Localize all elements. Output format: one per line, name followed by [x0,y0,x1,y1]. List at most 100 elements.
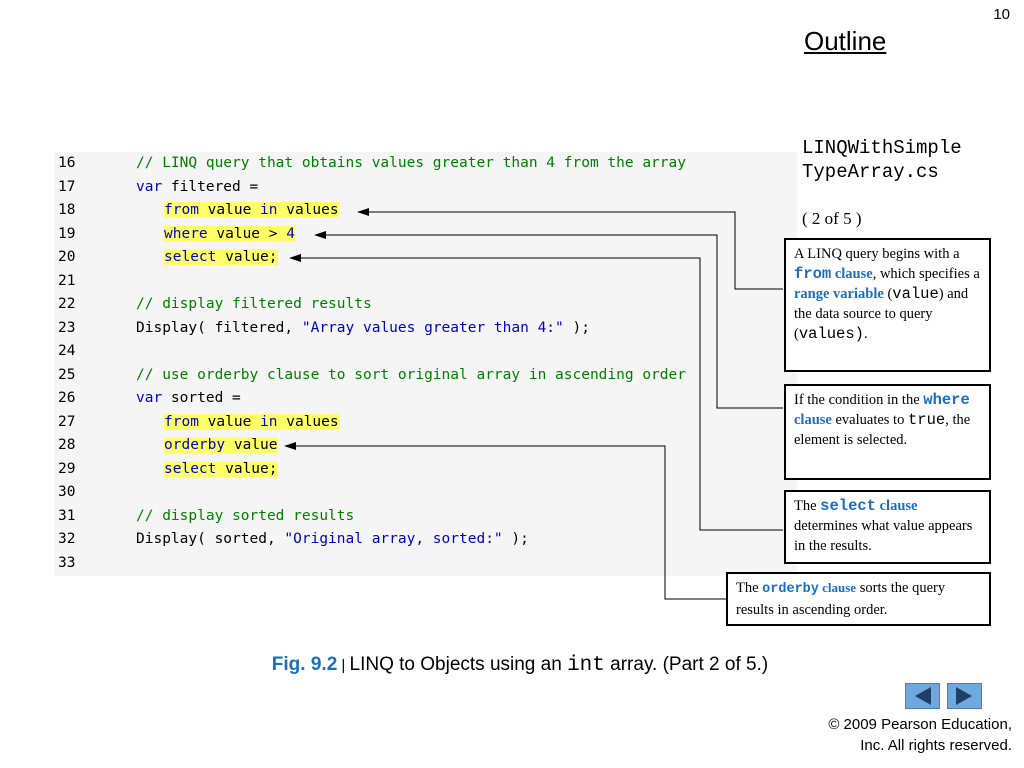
code-text: where value > 4 [164,223,295,246]
code-text: Display( sorted, "Original array, sorted… [136,528,529,551]
part-indicator: ( 2 of 5 ) [802,209,862,228]
line-number: 22 [58,296,76,312]
code-line: 24 [54,340,797,363]
code-line: 25 // use orderby clause to sort original… [54,364,797,387]
code-text: var filtered = [136,176,258,199]
line-number: 18 [58,202,76,218]
callout-select-clause: The select clause determines what value … [784,490,991,564]
callout-where-clause: If the condition in the where clause eva… [784,384,991,480]
code-token: "Array values greater than 4:" [301,319,564,336]
code-text: Display( filtered, "Array values greater… [136,317,590,340]
code-token: value; [216,460,278,477]
connector-orderby [292,445,726,600]
code-text: select value; [164,246,278,269]
code-token: // LINQ query that obtains values greate… [136,155,686,171]
connector-where [322,234,783,409]
connector-select [297,257,783,531]
code-token: values [277,413,339,430]
previous-slide-button[interactable] [905,683,940,709]
code-line: 21 [54,270,797,293]
outline-link[interactable]: Outline [804,26,887,56]
code-token: select [164,249,217,265]
code-line: 28 orderby value [54,434,797,457]
line-number: 21 [58,272,76,289]
line-number: 24 [58,343,76,359]
code-line: 22 // display filtered results [54,293,797,316]
code-line: 30 [54,481,797,504]
code-panel: 16// LINQ query that obtains values grea… [54,152,797,576]
line-number: 19 [58,225,76,242]
code-text: // display filtered results [136,293,372,316]
code-token: orderby [164,437,226,453]
code-token: value [198,202,261,218]
callout-orderby-clause: The orderby clause sorts the query resul… [726,572,991,626]
code-token: value > [207,225,287,242]
line-number: 23 [58,319,76,336]
code-token: // use orderby clause to sort original a… [136,366,686,383]
code-token: // display sorted results [136,507,355,524]
code-token: "Original array, sorted:" [284,531,503,547]
code-line: 29 select value; [54,458,797,481]
code-text: from value in values [164,199,339,222]
file-title-line2: TypeArray.cs [802,161,939,183]
line-number: 28 [58,437,76,453]
code-line: 16// LINQ query that obtains values grea… [54,152,797,175]
file-title: LINQWithSimple TypeArray.cs [802,136,962,184]
code-line: 26 var sorted = [54,387,797,410]
line-number: 29 [58,460,76,477]
line-number: 31 [58,507,76,524]
code-text: // display sorted results [136,505,354,528]
arrowhead-from [357,208,369,216]
code-line: 31 // display sorted results [54,505,797,528]
code-token: where [164,225,208,242]
line-number: 27 [58,413,76,430]
code-text: // use orderby clause to sort original a… [136,364,686,387]
code-token: // display filtered results [136,296,372,312]
code-token: from [164,202,199,218]
code-token: value [225,437,278,453]
code-token: value [198,413,261,430]
code-token: Display( filtered, [136,319,302,336]
code-text: // LINQ query that obtains values greate… [136,152,686,175]
arrowhead-select [289,254,301,262]
code-token: in [260,202,278,218]
code-token: var [136,178,163,195]
line-number: 32 [58,531,76,547]
code-token: 4 [286,225,295,242]
triangle-right-icon [956,687,972,705]
copyright-notice: © 2009 Pearson Education, Inc. All right… [828,716,1012,754]
code-text: var sorted = [136,387,241,410]
code-line: 27 from value in values [54,411,797,434]
line-number: 20 [58,249,76,265]
arrowhead-where [314,231,326,239]
triangle-left-icon [915,687,931,705]
callout-from-clause: A LINQ query begins with a from clause, … [784,238,991,372]
code-token: select [164,460,217,477]
code-line: 32 Display( sorted, "Original array, sort… [54,528,797,551]
code-text: select value; [164,458,278,481]
figure-caption: Fig. 9.2 | LINQ to Objects using an int … [271,654,769,677]
code-token: ); [563,319,590,336]
next-slide-button[interactable] [947,683,982,709]
file-title-line1: LINQWithSimple [802,137,962,159]
code-token: values [277,202,339,218]
line-number: 30 [58,484,76,500]
code-token: filtered = [162,178,259,195]
code-token: from [164,413,199,430]
code-line: 23 Display( filtered, "Array values great… [54,317,797,340]
code-text: from value in values [164,411,339,434]
code-token: var [136,390,163,406]
code-line: 17 var filtered = [54,176,797,199]
code-token: Display( sorted, [136,531,285,547]
line-number: 17 [58,178,76,195]
code-line: 33 [54,552,797,575]
line-number: 26 [58,390,76,406]
slide-number: 10 [993,6,1010,23]
code-token: in [260,413,278,430]
code-line: 19 where value > 4 [54,223,797,246]
connector-from [365,211,783,290]
code-text: orderby value [164,434,278,457]
line-number: 25 [58,366,76,383]
line-number: 33 [58,554,76,571]
